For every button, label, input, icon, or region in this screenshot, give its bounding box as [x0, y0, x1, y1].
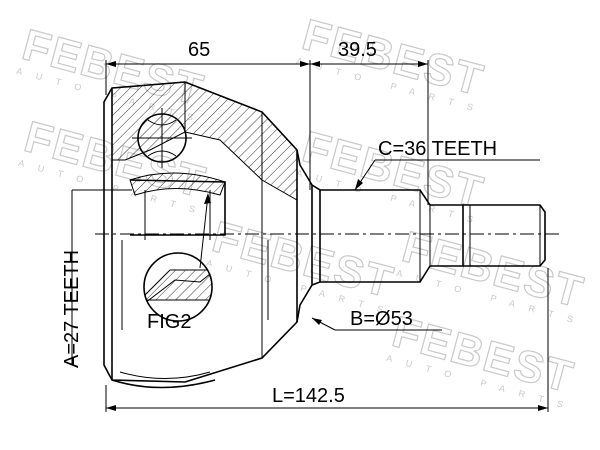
- inner-spline-label: A=27 TEETH: [61, 250, 83, 368]
- dim-65: 65: [105, 39, 311, 190]
- abs-diameter-label: B=Ø53: [350, 308, 413, 330]
- inner-spline-callout: A=27 TEETH: [61, 189, 132, 368]
- dim-total-length: L=142.5: [105, 268, 549, 412]
- dim-65-label: 65: [188, 39, 210, 61]
- dim-39-5: 39.5: [310, 39, 429, 205]
- watermark-layer: FEBEST AUTO PARTS FEBEST AUTO PARTS FEBE…: [15, 10, 590, 414]
- total-length-label: L=142.5: [272, 385, 345, 407]
- fig2-detail: FIG2: [143, 193, 213, 333]
- output-shaft: [320, 189, 546, 283]
- fig2-label: FIG2: [147, 311, 191, 333]
- dim-39-5-label: 39.5: [338, 39, 377, 61]
- abs-diameter-callout: B=Ø53: [311, 308, 442, 331]
- bell-housing: [103, 81, 321, 389]
- outer-spline-label: C=36 TEETH: [378, 138, 497, 160]
- outer-spline-callout: C=36 TEETH: [354, 138, 540, 191]
